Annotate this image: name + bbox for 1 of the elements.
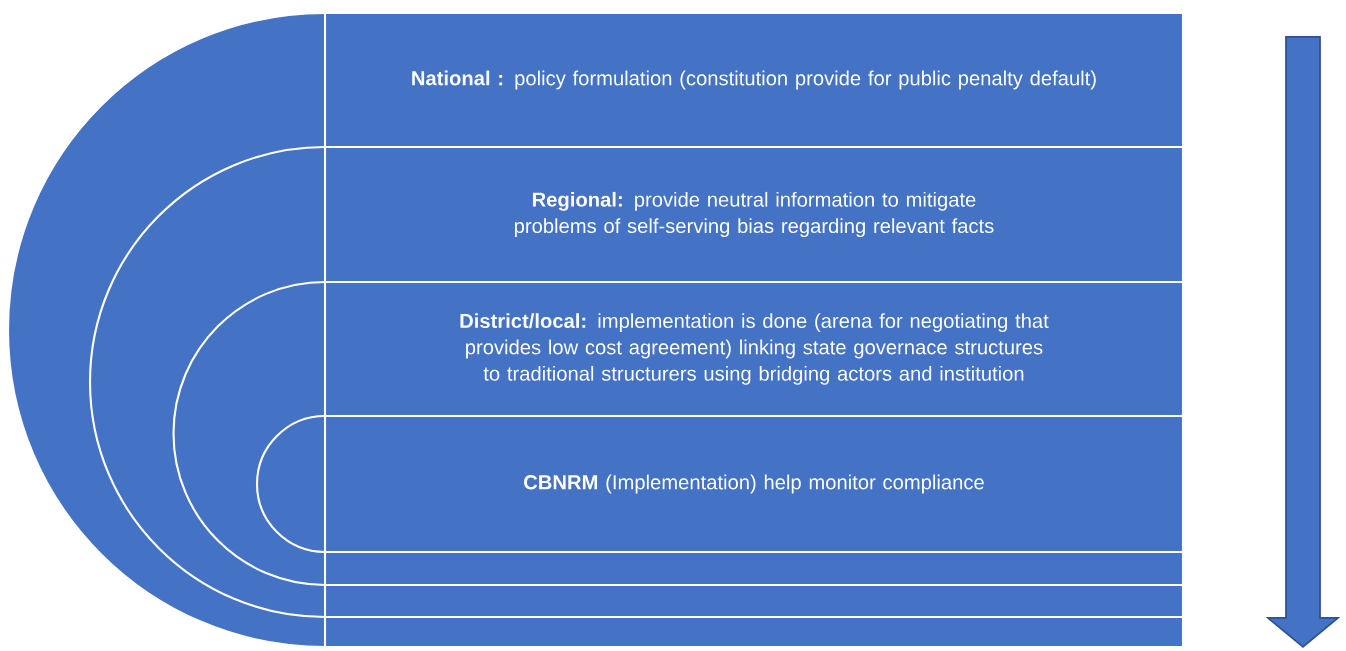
level-band: CBNRM (Implementation) help monitor compliance (255, 414, 1185, 554)
